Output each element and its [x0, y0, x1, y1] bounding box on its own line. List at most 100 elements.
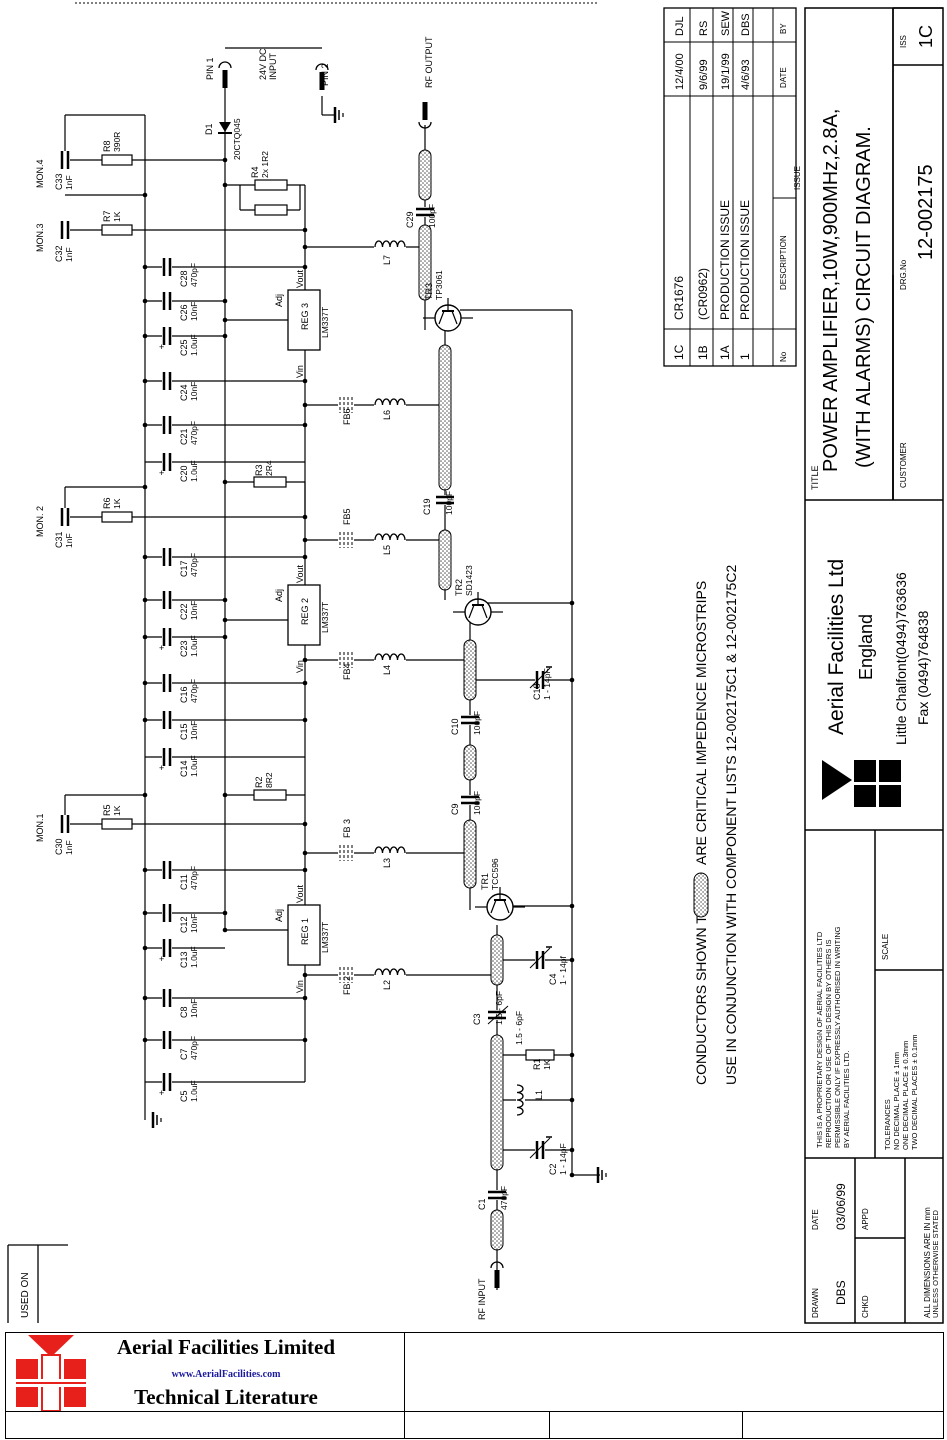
company-name: Aerial Facilities Ltd — [825, 559, 848, 735]
value-tr2: SD1423 — [464, 565, 474, 596]
issue-desc-0: CR1676 — [672, 276, 686, 320]
junction-dot — [222, 927, 228, 933]
label-r3: R3 — [254, 464, 264, 476]
label-c7: C7 — [179, 1048, 189, 1060]
capacitor-c13: + — [159, 939, 172, 964]
label-l1: L1 — [534, 1090, 544, 1100]
svg-text:+: + — [159, 954, 164, 964]
junction-dot — [302, 657, 308, 663]
label-r4: R4 — [250, 166, 260, 178]
value-c20: 1.0uF — [189, 460, 199, 482]
issue-caption: ISSUE — [793, 166, 802, 190]
microstrip-5 — [463, 639, 477, 701]
pin-vout: Vout — [295, 269, 305, 288]
label-l3: L3 — [382, 858, 392, 868]
capacitor-c24 — [162, 372, 172, 390]
iss-value: 1C — [916, 25, 936, 48]
used-on-box — [7, 1244, 68, 1323]
capacitor-c14: + — [159, 748, 172, 773]
drg-number: 12-002175 — [915, 164, 937, 260]
label-c11: C11 — [179, 874, 189, 890]
footer-logo-icon — [16, 1335, 86, 1411]
pin-vin: Vin — [295, 365, 305, 378]
pin-vin: Vin — [295, 660, 305, 673]
label-tr3: TR3 — [424, 283, 434, 300]
pin1-label: PIN 1 — [205, 57, 215, 80]
label-c9: C9 — [450, 803, 460, 815]
resistor-r1 — [525, 1049, 555, 1061]
junction-dot — [142, 867, 148, 873]
footer: Aerial Facilities Limited www.AerialFaci… — [0, 1332, 947, 1440]
label-c10: C10 — [450, 718, 460, 735]
value-r3: 2R4 — [264, 460, 274, 476]
microstrip-legend — [693, 872, 709, 918]
footer-right-box — [404, 1332, 944, 1412]
label-c32: C32 — [54, 245, 64, 262]
issue-header-no: No — [779, 351, 788, 362]
junction-dot — [222, 333, 228, 339]
pin-adj: Adj — [274, 589, 284, 602]
value-c21: 470pF — [189, 421, 199, 445]
junction-dot — [222, 634, 228, 640]
capacitor-c29 — [416, 207, 434, 217]
label-c30: C30 — [54, 838, 64, 855]
label-d1: D1 — [204, 123, 214, 135]
ferrite-fb4 — [338, 652, 354, 668]
capacitor-c25: + — [159, 327, 172, 352]
value-c18: 1 - 14pF — [542, 668, 552, 700]
junction-dot — [142, 264, 148, 270]
value-c8: 10nF — [189, 999, 199, 1018]
label-tr1: TR1 — [480, 873, 490, 890]
inductor-l6 — [374, 397, 406, 406]
junction-dot — [142, 1037, 148, 1043]
junction-dot — [569, 1147, 575, 1153]
pin-adj: Adj — [274, 294, 284, 307]
company-logo — [822, 760, 901, 807]
dc-input-label-1: 24V DC — [258, 48, 268, 80]
label-fb4: FB4 — [342, 663, 352, 680]
microstrip-8 — [490, 934, 504, 986]
symbols: ++++++ — [60, 61, 607, 1288]
capacitor-c28 — [162, 258, 172, 276]
label-c22: C22 — [179, 603, 189, 620]
footer-brand-box: Aerial Facilities Limited www.AerialFaci… — [5, 1332, 405, 1412]
junction-dot — [569, 903, 575, 909]
junction-dot — [142, 333, 148, 339]
value-r7: 1K — [112, 211, 122, 222]
resistor-r5 — [101, 818, 133, 830]
title-label: TITLE — [810, 465, 820, 490]
value-c15: 10nF — [189, 721, 199, 740]
label-c8: C8 — [179, 1006, 189, 1018]
diode-d1 — [218, 122, 232, 134]
value-reg-3: LM337T — [320, 307, 330, 338]
ferrite-fb-2 — [338, 967, 354, 983]
pin-vin: Vin — [295, 980, 305, 993]
issue-header-desc: DESCRIPTION — [779, 235, 788, 290]
trimmer-arrow-c18 — [529, 666, 552, 689]
capacitor-c23: + — [159, 628, 172, 653]
footer-url-link[interactable]: www.AerialFacilities.com — [171, 1369, 281, 1380]
ground-icon — [596, 1167, 607, 1183]
issue-no-3: 1 — [738, 353, 752, 360]
label-tr2: TR2 — [454, 579, 464, 596]
label-c3: C3 — [472, 1013, 482, 1025]
capacitor-c33 — [60, 151, 70, 169]
tolerance-line-3: TWO DECIMAL PLACES ± 0.1mm — [910, 1034, 919, 1150]
microstrip-6 — [463, 744, 477, 781]
junction-dot — [222, 792, 228, 798]
dimensions-line-2: UNLESS OTHERWISE STATED — [931, 1209, 940, 1318]
value-c17: 470pF — [189, 553, 199, 577]
ferrite-fb-3 — [338, 845, 354, 861]
label-fb-2: FB 2 — [342, 976, 352, 995]
capacitor-c7 — [162, 1031, 172, 1049]
junction-dot — [302, 995, 308, 1001]
proprietary-line-1: REPRODUCTION OR USE OF THIS DESIGN BY OT… — [824, 939, 833, 1148]
label-c15: C15 — [179, 723, 189, 740]
junction-dot — [569, 1172, 575, 1178]
ground-icon — [151, 1112, 162, 1128]
value-c28: 470pF — [189, 263, 199, 287]
label-c20: C20 — [179, 465, 189, 482]
label-c13: C13 — [179, 951, 189, 968]
capacitor-c19 — [436, 495, 454, 505]
